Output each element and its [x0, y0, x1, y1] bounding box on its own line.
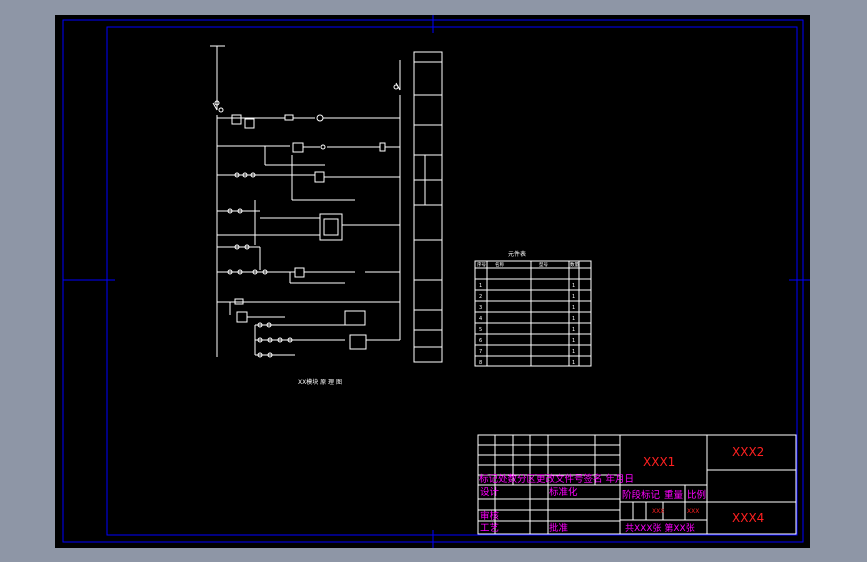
parts-row-number: 6: [479, 338, 482, 344]
label-design: 设计: [480, 486, 500, 498]
sheet-count: 共XXX张 第XX张: [625, 522, 695, 534]
parts-row-qty: 1: [572, 316, 575, 322]
centering-marks: [63, 15, 810, 548]
parts-row-qty: 1: [572, 360, 575, 366]
parts-row-number: 8: [479, 360, 482, 366]
parts-row-qty: 1: [572, 327, 575, 333]
parts-row-qty: 1: [572, 349, 575, 355]
parts-table-header-cell: 名称: [495, 261, 504, 268]
schematic-caption: XX模块 原 理 图: [298, 378, 342, 386]
parts-row-number: 7: [479, 349, 482, 355]
parts-row-number: 2: [479, 294, 482, 300]
label-process: 工艺: [480, 523, 499, 534]
parts-row-number: 1: [479, 283, 482, 289]
parts-row-qty: 1: [572, 294, 575, 300]
label-stage-mark: 阶段标记: [622, 489, 661, 501]
revision-header: 标记处数分区更改文件号签名 年月日: [479, 473, 634, 485]
parts-table-title: 元件表: [508, 250, 526, 258]
drawing-canvas: XX模块 原 理 图 元件表 序号 名称 型号 数量 1 1 2 1 3 1 4 1 5 1: [62, 15, 810, 548]
parts-table-header-cell: 数量: [570, 261, 579, 268]
scale-value: XXX: [687, 508, 699, 515]
parts-row-qty: 1: [572, 305, 575, 311]
parts-table-header: 序号 名称 型号 数量: [477, 261, 579, 268]
parts-table-header-cell: 型号: [539, 261, 548, 268]
label-review: 审核: [480, 510, 500, 522]
parts-row-number: 3: [479, 305, 482, 311]
parts-row-qty: 1: [572, 338, 575, 344]
title-name-2: XXX2: [732, 445, 764, 459]
drawing-sheet[interactable]: XX模块 原 理 图 元件表 序号 名称 型号 数量 1 1 2 1 3 1 4 1 5 1: [55, 15, 810, 548]
parts-table-grid: [474, 260, 592, 367]
label-weight: 重量: [664, 489, 684, 501]
parts-row-number: 4: [479, 316, 482, 322]
parts-row-number: 5: [479, 327, 482, 333]
title-block-grid: [477, 434, 797, 535]
drawing-frame-outer: [62, 19, 804, 543]
parts-row-qty: 1: [572, 283, 575, 289]
label-standardize: 标准化: [549, 486, 578, 498]
weight-value: XXX: [652, 508, 664, 515]
label-approve: 批准: [549, 522, 569, 534]
label-scale: 比例: [687, 489, 706, 501]
drawing-frame-inner: [106, 26, 798, 536]
parts-table-body: 1 1 2 1 3 1 4 1 5 1 6 1 7 1 8 1: [479, 283, 575, 366]
title-name-1: XXX1: [643, 455, 675, 469]
circuit-schematic: [210, 45, 401, 358]
title-name-4: XXX4: [732, 511, 764, 525]
schematic-label-column: [413, 51, 443, 363]
parts-table-header-cell: 序号: [477, 261, 486, 268]
